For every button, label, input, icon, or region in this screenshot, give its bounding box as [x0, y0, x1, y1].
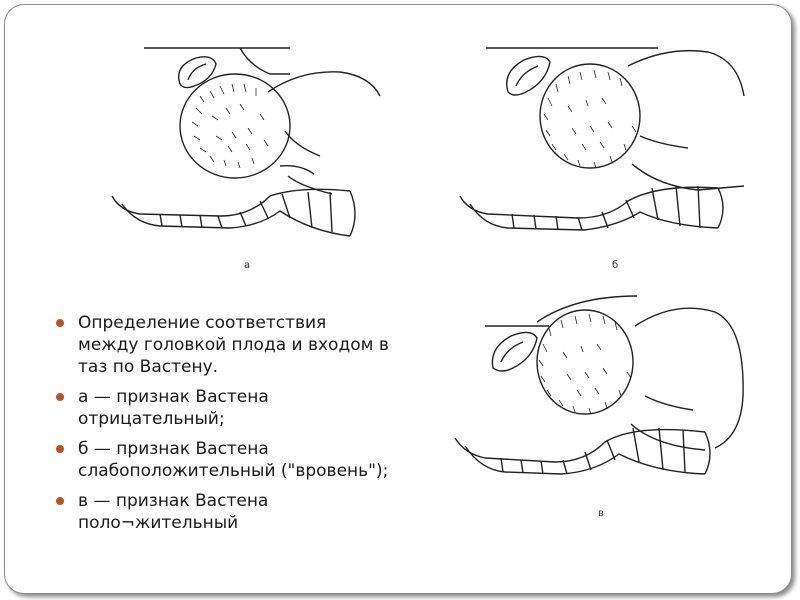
- figure-c: в: [445, 286, 745, 526]
- list-item-text: б — признак Вастена слабоположительный (…: [78, 439, 389, 481]
- list-item-text: а — признак Вастена отрицательный;: [78, 387, 269, 429]
- list-item-text: в — признак Вастена поло¬жительный: [78, 491, 269, 533]
- list-item: а — признак Вастена отрицательный;: [52, 386, 392, 430]
- list-item: Определение соответствия между головкой …: [52, 312, 392, 378]
- figure-b-drawing: б: [459, 47, 745, 271]
- figure-a-drawing: а: [111, 47, 381, 271]
- list-item: в — признак Вастена поло¬жительный: [52, 490, 392, 534]
- description-list: Определение соответствия между головкой …: [52, 312, 392, 542]
- figure-b: б: [448, 36, 748, 284]
- list-item-text: Определение соответствия между головкой …: [78, 313, 389, 377]
- figure-a: а: [100, 36, 390, 284]
- figure-c-label: в: [598, 508, 604, 519]
- list-item: б — признак Вастена слабоположительный (…: [52, 438, 392, 482]
- figure-a-label: а: [244, 260, 250, 271]
- bullet-dot-icon: [56, 393, 64, 401]
- slide-frame: [4, 4, 792, 594]
- bullet-dot-icon: [56, 497, 64, 505]
- bullet-dot-icon: [56, 445, 64, 453]
- figure-b-label: б: [612, 260, 618, 271]
- bullet-dot-icon: [56, 319, 64, 327]
- figure-c-drawing: в: [454, 295, 744, 519]
